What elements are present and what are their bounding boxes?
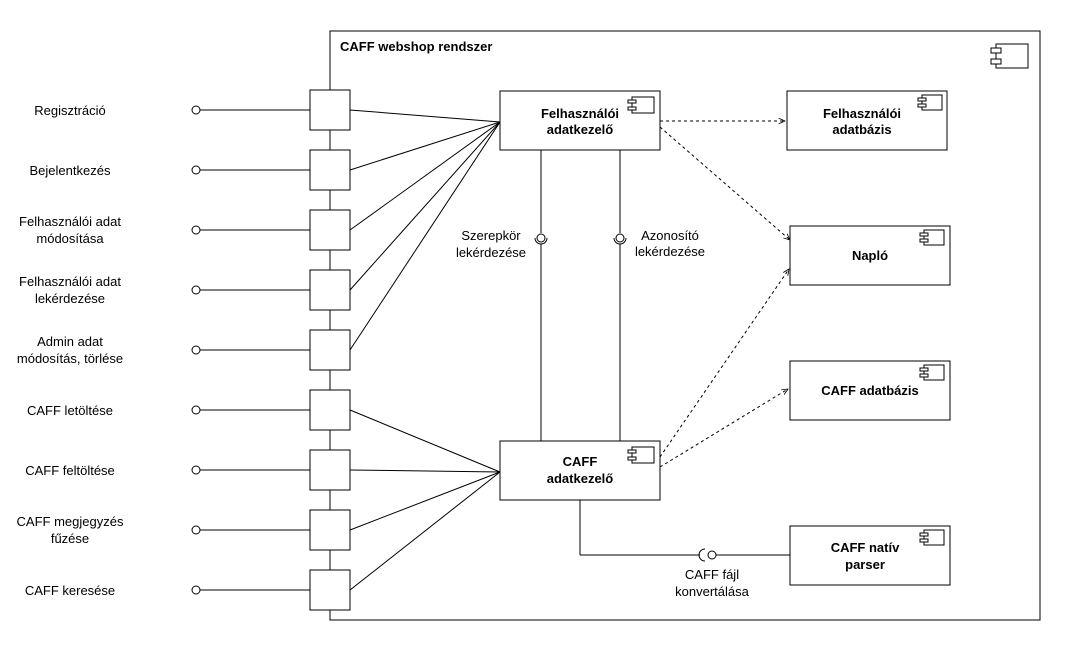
- component-log: Napló: [789, 225, 951, 286]
- caff-handler-label-1: CAFF: [563, 454, 598, 469]
- id-query-label-2: lekérdezése: [635, 244, 705, 259]
- provided-interface-icon: [191, 225, 201, 235]
- file-convert-label-2: konvertálása: [675, 584, 749, 599]
- provided-interface-icon: [191, 465, 201, 475]
- user-handler-label-2: adatkezelő: [547, 122, 614, 137]
- interface-role-query: Szerepkör lekérdezése: [456, 150, 548, 441]
- role-query-label-1: Szerepkör: [461, 228, 521, 243]
- caff-handler-label-2: adatkezelő: [547, 471, 614, 486]
- port-label: Felhasználói adat: [19, 214, 121, 229]
- user-db-label-1: Felhasználói: [823, 106, 901, 121]
- port-box: [309, 269, 351, 311]
- provided-interface-icon: [191, 525, 201, 535]
- external-port: Felhasználói adat módosítása: [19, 209, 351, 251]
- port-label: CAFF feltöltése: [25, 463, 115, 478]
- role-query-label-2: lekérdezése: [456, 245, 526, 260]
- component-parser: CAFF natív parser: [789, 525, 951, 586]
- parser-label-2: parser: [845, 557, 885, 572]
- port-label: CAFF keresése: [25, 583, 115, 598]
- port-box: [309, 89, 351, 131]
- port-label: fűzése: [51, 531, 89, 546]
- component-caff-handler: CAFF adatkezelő: [499, 440, 661, 501]
- id-query-label-1: Azonosító: [641, 228, 699, 243]
- port-box: [309, 149, 351, 191]
- port-label: módosítása: [36, 231, 104, 246]
- caff-db-label: CAFF adatbázis: [821, 383, 919, 398]
- user-handler-label-1: Felhasználói: [541, 106, 619, 121]
- external-port: Felhasználói adat lekérdezése: [19, 269, 351, 311]
- external-port: Admin adat módosítás, törlése: [17, 329, 351, 371]
- port-connectors: [349, 109, 501, 591]
- external-port: CAFF letöltése: [27, 389, 351, 431]
- interface-id-query: Azonosító lekérdezése: [613, 150, 705, 441]
- port-label: módosítás, törlése: [17, 351, 123, 366]
- provided-interface-icon: [191, 165, 201, 175]
- provided-interface-icon: [191, 405, 201, 415]
- port-label: Regisztráció: [34, 103, 106, 118]
- system-component-icon: [990, 43, 1029, 69]
- component-user-db: Felhasználói adatbázis: [786, 90, 948, 151]
- external-port: CAFF feltöltése: [25, 449, 351, 491]
- port-box: [309, 509, 351, 551]
- port-box: [309, 389, 351, 431]
- component-caff-db: CAFF adatbázis: [789, 360, 951, 421]
- dependency-arrows: [659, 121, 790, 468]
- system-title: CAFF webshop rendszer: [340, 39, 492, 54]
- port-box: [309, 329, 351, 371]
- provided-interface-icon: [191, 105, 201, 115]
- port-box: [309, 569, 351, 611]
- port-label: Felhasználói adat: [19, 274, 121, 289]
- port-label: Admin adat: [37, 334, 103, 349]
- external-port: CAFF keresése: [25, 569, 351, 611]
- external-port: Regisztráció: [34, 89, 351, 131]
- file-convert-label-1: CAFF fájl: [685, 567, 739, 582]
- provided-interface-icon: [191, 345, 201, 355]
- user-db-label-2: adatbázis: [832, 122, 891, 137]
- external-port: Bejelentkezés: [30, 149, 351, 191]
- port-label: CAFF megjegyzés: [17, 514, 124, 529]
- external-port: CAFF megjegyzés fűzése: [17, 509, 351, 551]
- port-box: [309, 449, 351, 491]
- provided-interface-icon: [191, 585, 201, 595]
- component-user-handler: Felhasználói adatkezelő: [499, 90, 661, 151]
- port-label: CAFF letöltése: [27, 403, 113, 418]
- log-label: Napló: [852, 248, 888, 263]
- parser-label-1: CAFF natív: [831, 540, 900, 555]
- provided-interface-icon: [191, 285, 201, 295]
- port-box: [309, 209, 351, 251]
- interface-file-convert: CAFF fájl konvertálása: [579, 500, 790, 599]
- port-label: Bejelentkezés: [30, 163, 111, 178]
- port-label: lekérdezése: [35, 291, 105, 306]
